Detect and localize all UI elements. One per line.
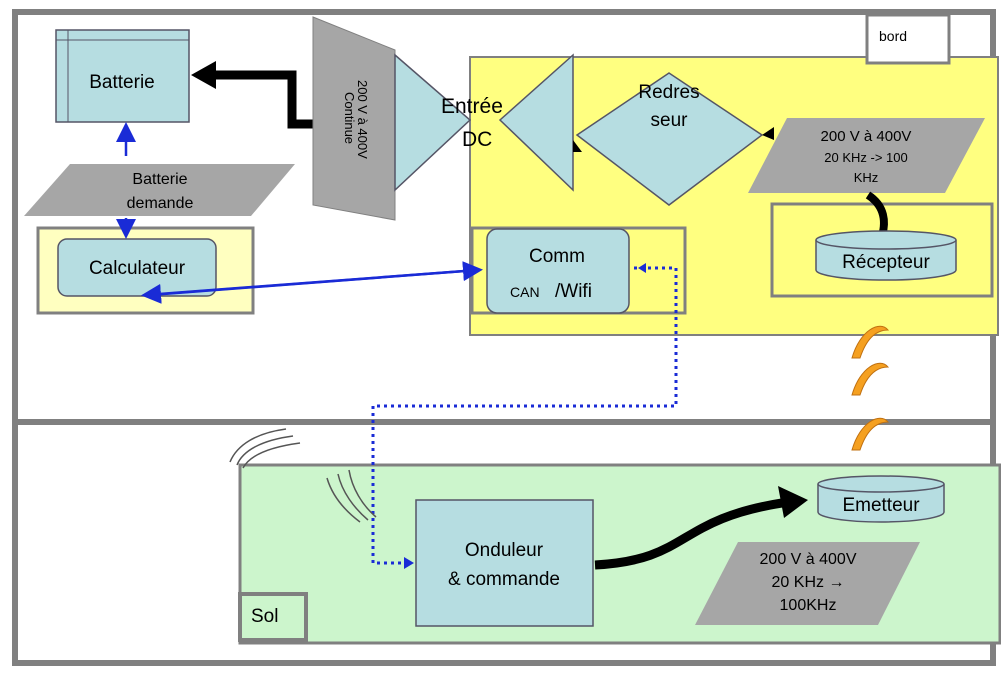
wifi-dotted-link [371, 266, 678, 565]
spec-bord-line1: 200 V à 400V [821, 128, 912, 145]
power-arrow-emetteur [594, 498, 783, 570]
recepteur-cylinder [815, 240, 957, 281]
spec-bord-line3: KHz [854, 170, 879, 185]
energy-transfer-icon [851, 325, 890, 451]
comm-line1: Comm [529, 246, 585, 267]
dc-link-line1: 200 V à 400V [355, 80, 370, 159]
dc-link-shape [312, 16, 396, 221]
batterie-demande-shape [24, 164, 295, 216]
power-arrow-head [191, 61, 216, 89]
arrow-comm-calculateur [141, 268, 479, 304]
spec-sol-shape [695, 542, 920, 625]
entree-label-line1: Entrée [441, 95, 503, 118]
onduleur-line1: Onduleur [465, 540, 544, 561]
onduleur-line2: & commande [448, 569, 560, 590]
batterie-demande-line2: demande [127, 195, 194, 212]
dc-link-line2: Continue [342, 92, 357, 144]
comm-box [486, 228, 630, 314]
redresseur-line2: seur [651, 110, 689, 131]
onduleur-box [415, 499, 594, 627]
bord-label-box [865, 13, 951, 65]
spec-sol-line3: 100KHz [780, 597, 837, 614]
batterie-demande-line1: Batterie [132, 171, 187, 188]
entree-label-line2: DC [462, 128, 492, 151]
spec-bord-shape [748, 118, 985, 193]
batterie-label: Batterie [89, 72, 154, 93]
recepteur-label: Récepteur [842, 252, 930, 273]
comm-can: CAN [510, 284, 540, 300]
spec-sol-line2: 20 KHz → [772, 574, 845, 591]
sol-label: Sol [251, 606, 278, 627]
sol-label-box [238, 592, 308, 642]
spec-sol-line1: 200 V à 400V [760, 551, 857, 568]
spec-bord-line2: 20 KHz -> 100 [824, 150, 907, 165]
emetteur-label: Emetteur [842, 495, 920, 516]
calculateur-box [57, 238, 217, 297]
emetteur-cylinder [817, 484, 945, 523]
batterie-box [55, 29, 190, 123]
comm-wifi: /Wifi [555, 281, 592, 302]
entree-dc-triangle-left [394, 53, 472, 192]
bord-label: bord [879, 28, 907, 44]
calculateur-label: Calculateur [89, 258, 186, 279]
radio-waves-icon [229, 428, 377, 523]
entree-dc-triangle-right [498, 53, 574, 192]
redresseur-line1: Redres [638, 82, 699, 103]
